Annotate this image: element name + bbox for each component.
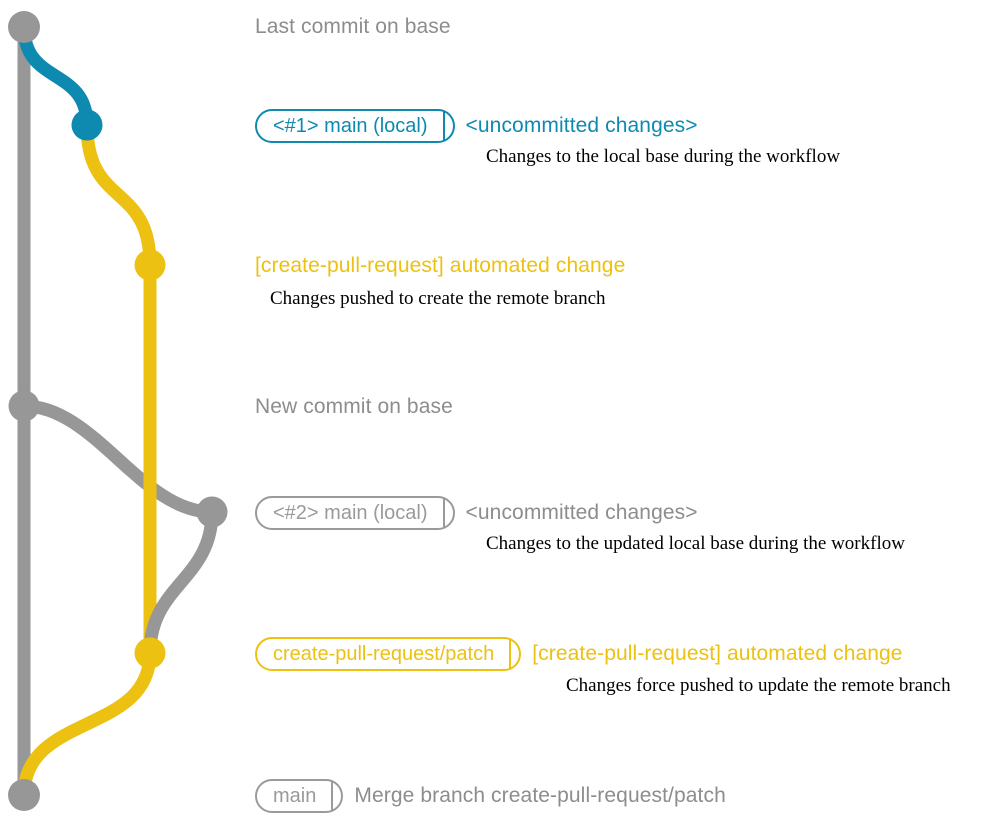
- branch-tag-create-pull-request-patch[interactable]: create-pull-request/patch: [255, 637, 522, 671]
- branch-tag-separator: [509, 639, 512, 669]
- commit-row-patch-1: [create-pull-request] automated change: [255, 253, 625, 279]
- commit-row-base-1: Last commit on base: [255, 14, 451, 40]
- commit-row-base-2: New commit on base: [255, 394, 453, 420]
- branch-tag-label: <#2> main (local): [273, 502, 428, 524]
- commit-dot-patch-2[interactable]: [134, 637, 166, 669]
- commit-dot-base-1[interactable]: [8, 11, 40, 43]
- commit-description: Changes force pushed to update the remot…: [566, 675, 951, 696]
- branch-tag-separator: [442, 111, 445, 141]
- commit-description: Changes pushed to create the remote bran…: [270, 288, 606, 309]
- commit-subject: <uncommitted changes>: [465, 114, 698, 137]
- commit-row-patch-2: create-pull-request/patch [create-pull-r…: [255, 637, 903, 671]
- branch-tag-separator: [331, 781, 334, 811]
- commit-row-merge: main Merge branch create-pull-request/pa…: [255, 779, 726, 813]
- commit-dot-merge[interactable]: [8, 779, 40, 811]
- commit-subject: Merge branch create-pull-request/patch: [354, 784, 726, 807]
- edge-local-2-to-patch-2: [143, 505, 219, 660]
- commit-dot-patch-1[interactable]: [134, 249, 166, 281]
- commit-row-local-1: <#1> main (local) <uncommitted changes>: [255, 109, 698, 143]
- commit-row-local-2: <#2> main (local) <uncommitted changes>: [255, 496, 698, 530]
- commit-subject: [create-pull-request] automated change: [532, 642, 903, 665]
- branch-tag-label: <#1> main (local): [273, 115, 428, 137]
- edge-local-1-to-patch-1: [80, 118, 157, 272]
- commit-graph-canvas: [8, 11, 228, 811]
- edge-base-2-to-local-2: [17, 399, 219, 519]
- edge-base-to-local-1: [17, 20, 94, 132]
- edge-patch-merge-to-base: [17, 646, 157, 802]
- branch-tag-cap: [445, 111, 453, 141]
- commit-subject: <uncommitted changes>: [465, 501, 698, 524]
- commit-dot-local-1[interactable]: [71, 109, 103, 141]
- branch-tag-label: create-pull-request/patch: [273, 643, 495, 665]
- branch-tag-label: main: [273, 785, 317, 807]
- commit-subject: [create-pull-request] automated change: [255, 254, 626, 277]
- commit-dot-base-2[interactable]: [8, 390, 40, 422]
- branch-tag-cap: [445, 498, 453, 528]
- branch-tag-main-local-2[interactable]: <#2> main (local): [255, 496, 455, 530]
- commit-dot-local-2[interactable]: [196, 496, 228, 528]
- branch-tag-cap: [511, 639, 519, 669]
- commit-subject: New commit on base: [255, 395, 453, 418]
- branch-tag-main-local-1[interactable]: <#1> main (local): [255, 109, 455, 143]
- commit-subject: Last commit on base: [255, 15, 451, 38]
- commit-description: Changes to the local base during the wor…: [486, 146, 841, 167]
- branch-tag-main[interactable]: main: [255, 779, 344, 813]
- branch-tag-cap: [333, 781, 341, 811]
- branch-tag-separator: [442, 498, 445, 528]
- commit-description: Changes to the updated local base during…: [486, 533, 905, 554]
